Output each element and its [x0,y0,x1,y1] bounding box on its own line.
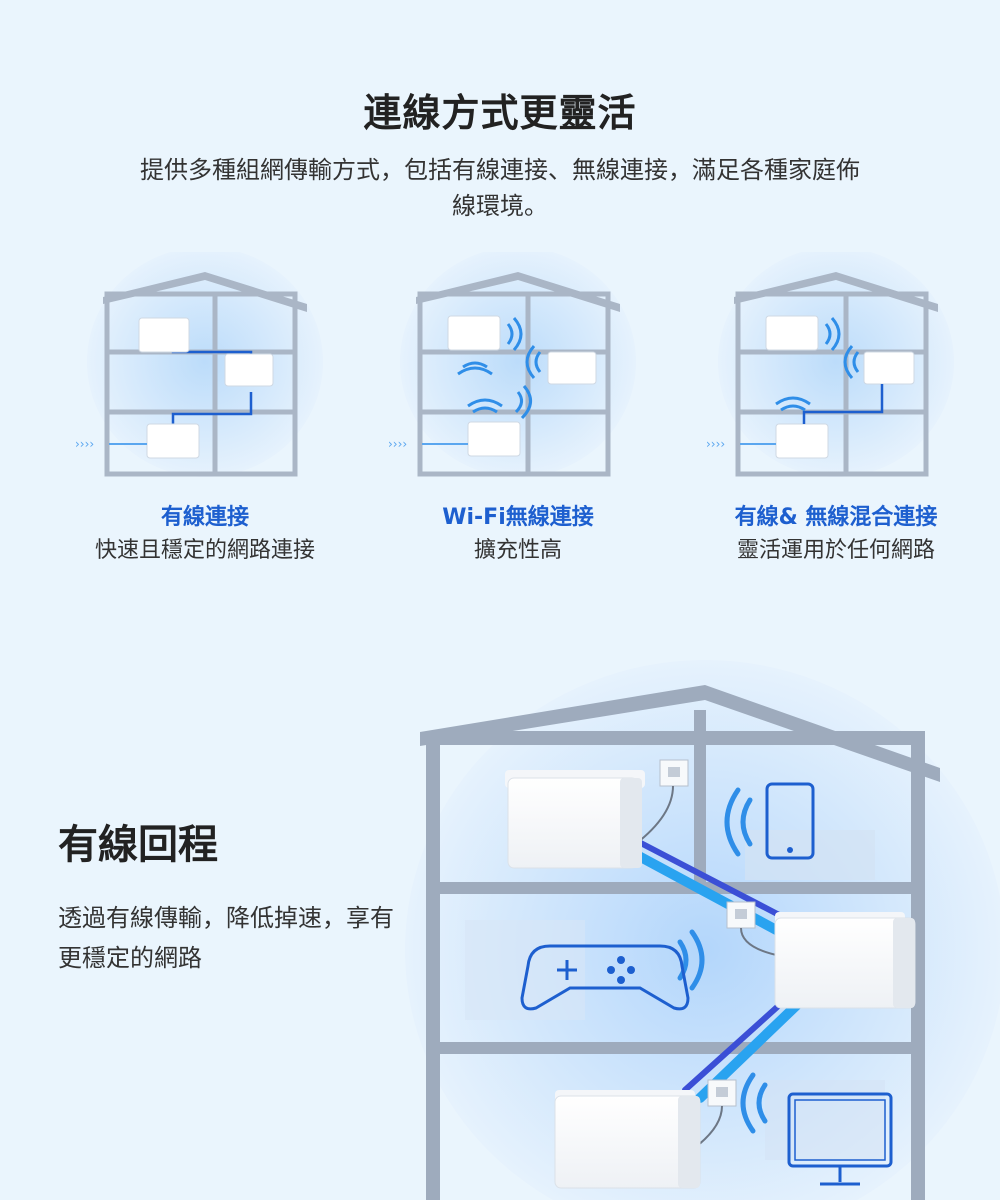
svg-text:››››: ›››› [706,437,725,451]
hybrid-house-illustration: ›››› [706,252,954,477]
wifi-house-illustration: ›››› [388,252,636,477]
page-title: 連線方式更靈活 [363,91,637,135]
wifi-card-desc: 擴充性高 [473,538,562,563]
backhaul-cable [630,837,805,1103]
page-subtitle: 提供多種組網傳輸方式，包括有線連接、無線連接，滿足各種家庭佈線環境。 [140,156,860,220]
backhaul-title: 有線回程 [58,822,218,868]
wifi-card-title: Wi-Fi無線連接 [442,505,594,530]
wired-card-title: 有線連接 [160,505,249,530]
svg-text:››››: ›››› [75,437,94,451]
wired-backhaul-illustration [405,660,1000,1200]
wifi-card: ›››› Wi-Fi無線連接 擴充性高 [368,252,668,572]
wired-card-desc: 快速且穩定的網路連接 [94,538,315,563]
hybrid-card: ›››› 有線& 無線混合連接 靈活運用於任何網路 [686,252,986,572]
backhaul-desc: 透過有線傳輸，降低掉速，享有更穩定的網路 [58,904,394,972]
wifi-signal-icon [457,317,542,420]
hybrid-card-title: 有線& 無線混合連接 [734,505,938,530]
wired-house-illustration: ›››› [75,252,323,477]
svg-text:››››: ›››› [388,437,407,451]
hybrid-card-desc: 靈活運用於任何網路 [736,538,935,563]
gamepad-icon [520,944,690,1011]
monitor-icon [787,1092,893,1186]
smartphone-icon [765,782,815,860]
router-icon [138,317,274,459]
wifi-signal-icon [677,787,768,1134]
wired-card: ›››› 有線連接 快速且穩定的網路連接 [55,252,355,572]
router-icon [505,770,916,1189]
